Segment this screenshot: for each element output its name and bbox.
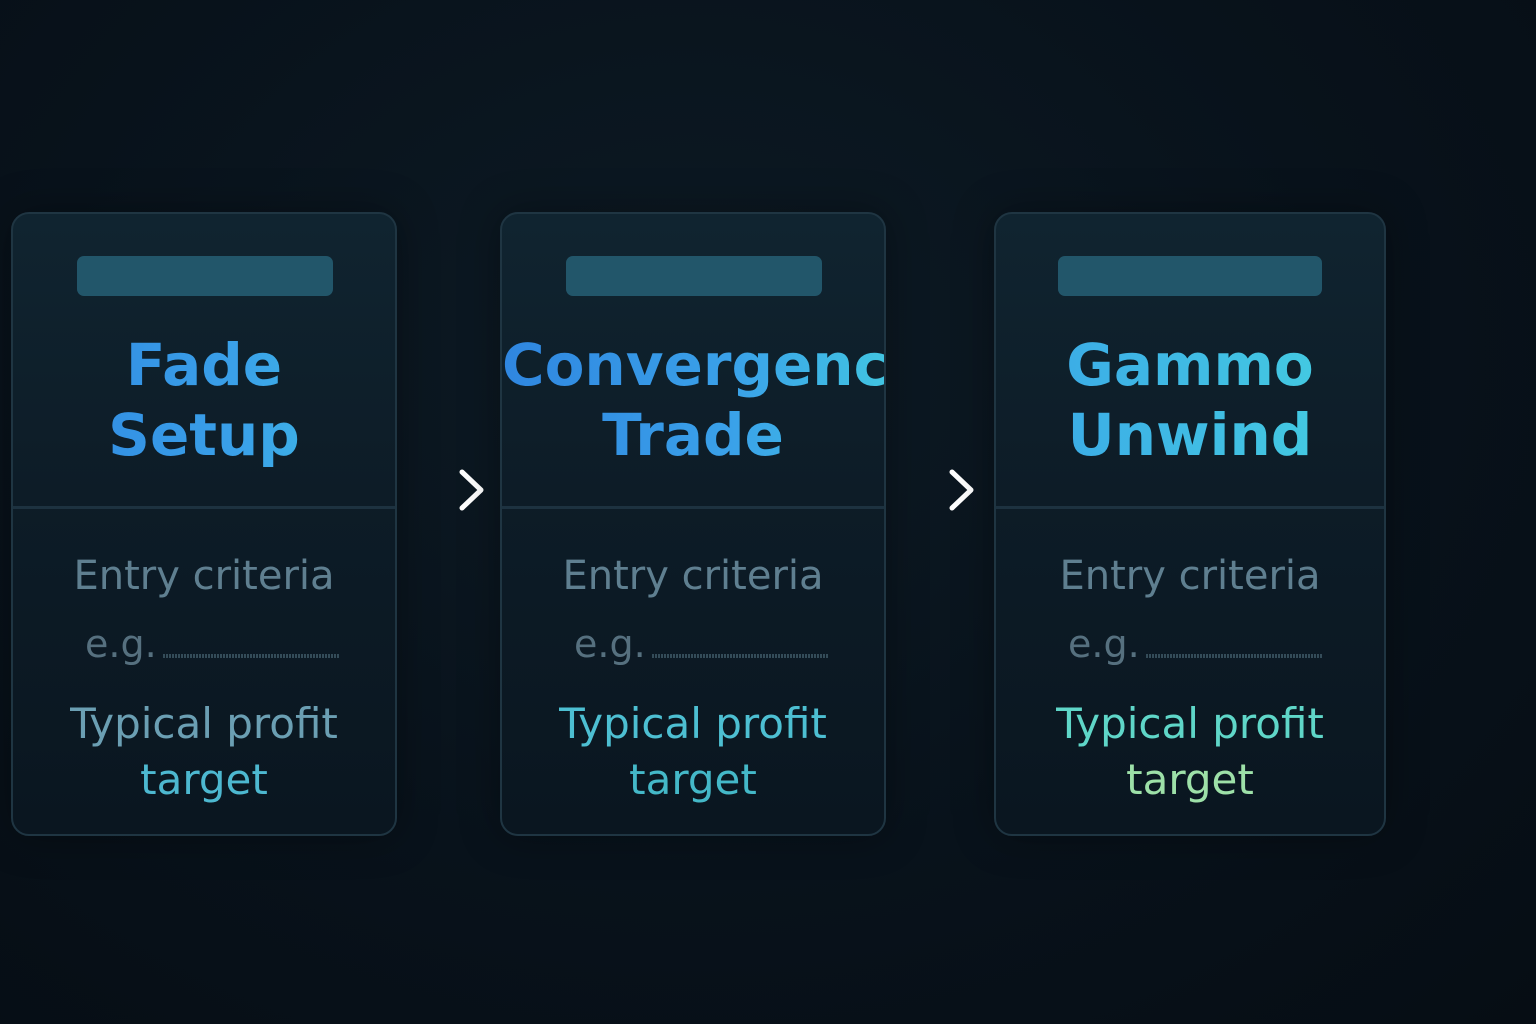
card-title-line-2: Unwind (996, 400, 1384, 470)
arrow-right-icon (886, 469, 974, 511)
card-divider (13, 506, 395, 509)
arrow-right-icon (396, 469, 484, 511)
profit-target-label: Typical profit target (13, 696, 395, 808)
card-title: Fade Setup (13, 330, 395, 470)
card-title-line-1: Fade (13, 330, 395, 400)
profit-target-line-2: target (629, 755, 757, 804)
card-title-line-1: Convergenc (502, 331, 886, 399)
profit-target-line-1: Typical profit (70, 699, 338, 748)
card-title-line-2: Trade (502, 400, 884, 470)
profit-target-label: Typical profit target (502, 696, 884, 808)
card-header-pill (77, 256, 333, 296)
card-title-line-2: Setup (13, 400, 395, 470)
card-divider (502, 506, 884, 509)
entry-criteria-label: Entry criteria (1059, 553, 1321, 599)
example-label: e.g. (1068, 622, 1140, 666)
example-label: e.g. (574, 622, 646, 666)
example-row: e.g. (574, 618, 828, 670)
card-header-pill (1058, 256, 1322, 296)
entry-criteria-label: Entry criteria (73, 553, 335, 599)
card-divider (996, 506, 1384, 509)
example-row: e.g. (1068, 618, 1322, 670)
card-title-line-1: Gammo (996, 330, 1384, 400)
card-fade-setup: Fade Setup Entry criteria e.g. Typical p… (11, 212, 397, 836)
example-placeholder-line (651, 654, 828, 658)
profit-target-label: Typical profit target (996, 696, 1384, 808)
example-row: e.g. (85, 618, 339, 670)
card-convergence-trade: Convergenc Trade Entry criteria e.g. Typ… (500, 212, 886, 836)
card-title: Gammo Unwind (996, 330, 1384, 470)
card-gammo-unwind: Gammo Unwind Entry criteria e.g. Typical… (994, 212, 1386, 836)
profit-target-line-2: target (1126, 755, 1254, 804)
profit-target-line-2: target (140, 755, 268, 804)
card-title: Convergenc Trade (502, 330, 884, 470)
entry-criteria-label: Entry criteria (562, 553, 824, 599)
example-label: e.g. (85, 622, 157, 666)
example-placeholder-line (1145, 654, 1322, 658)
example-placeholder-line (162, 654, 339, 658)
profit-target-line-1: Typical profit (1056, 699, 1324, 748)
profit-target-line-1: Typical profit (559, 699, 827, 748)
card-header-pill (566, 256, 822, 296)
